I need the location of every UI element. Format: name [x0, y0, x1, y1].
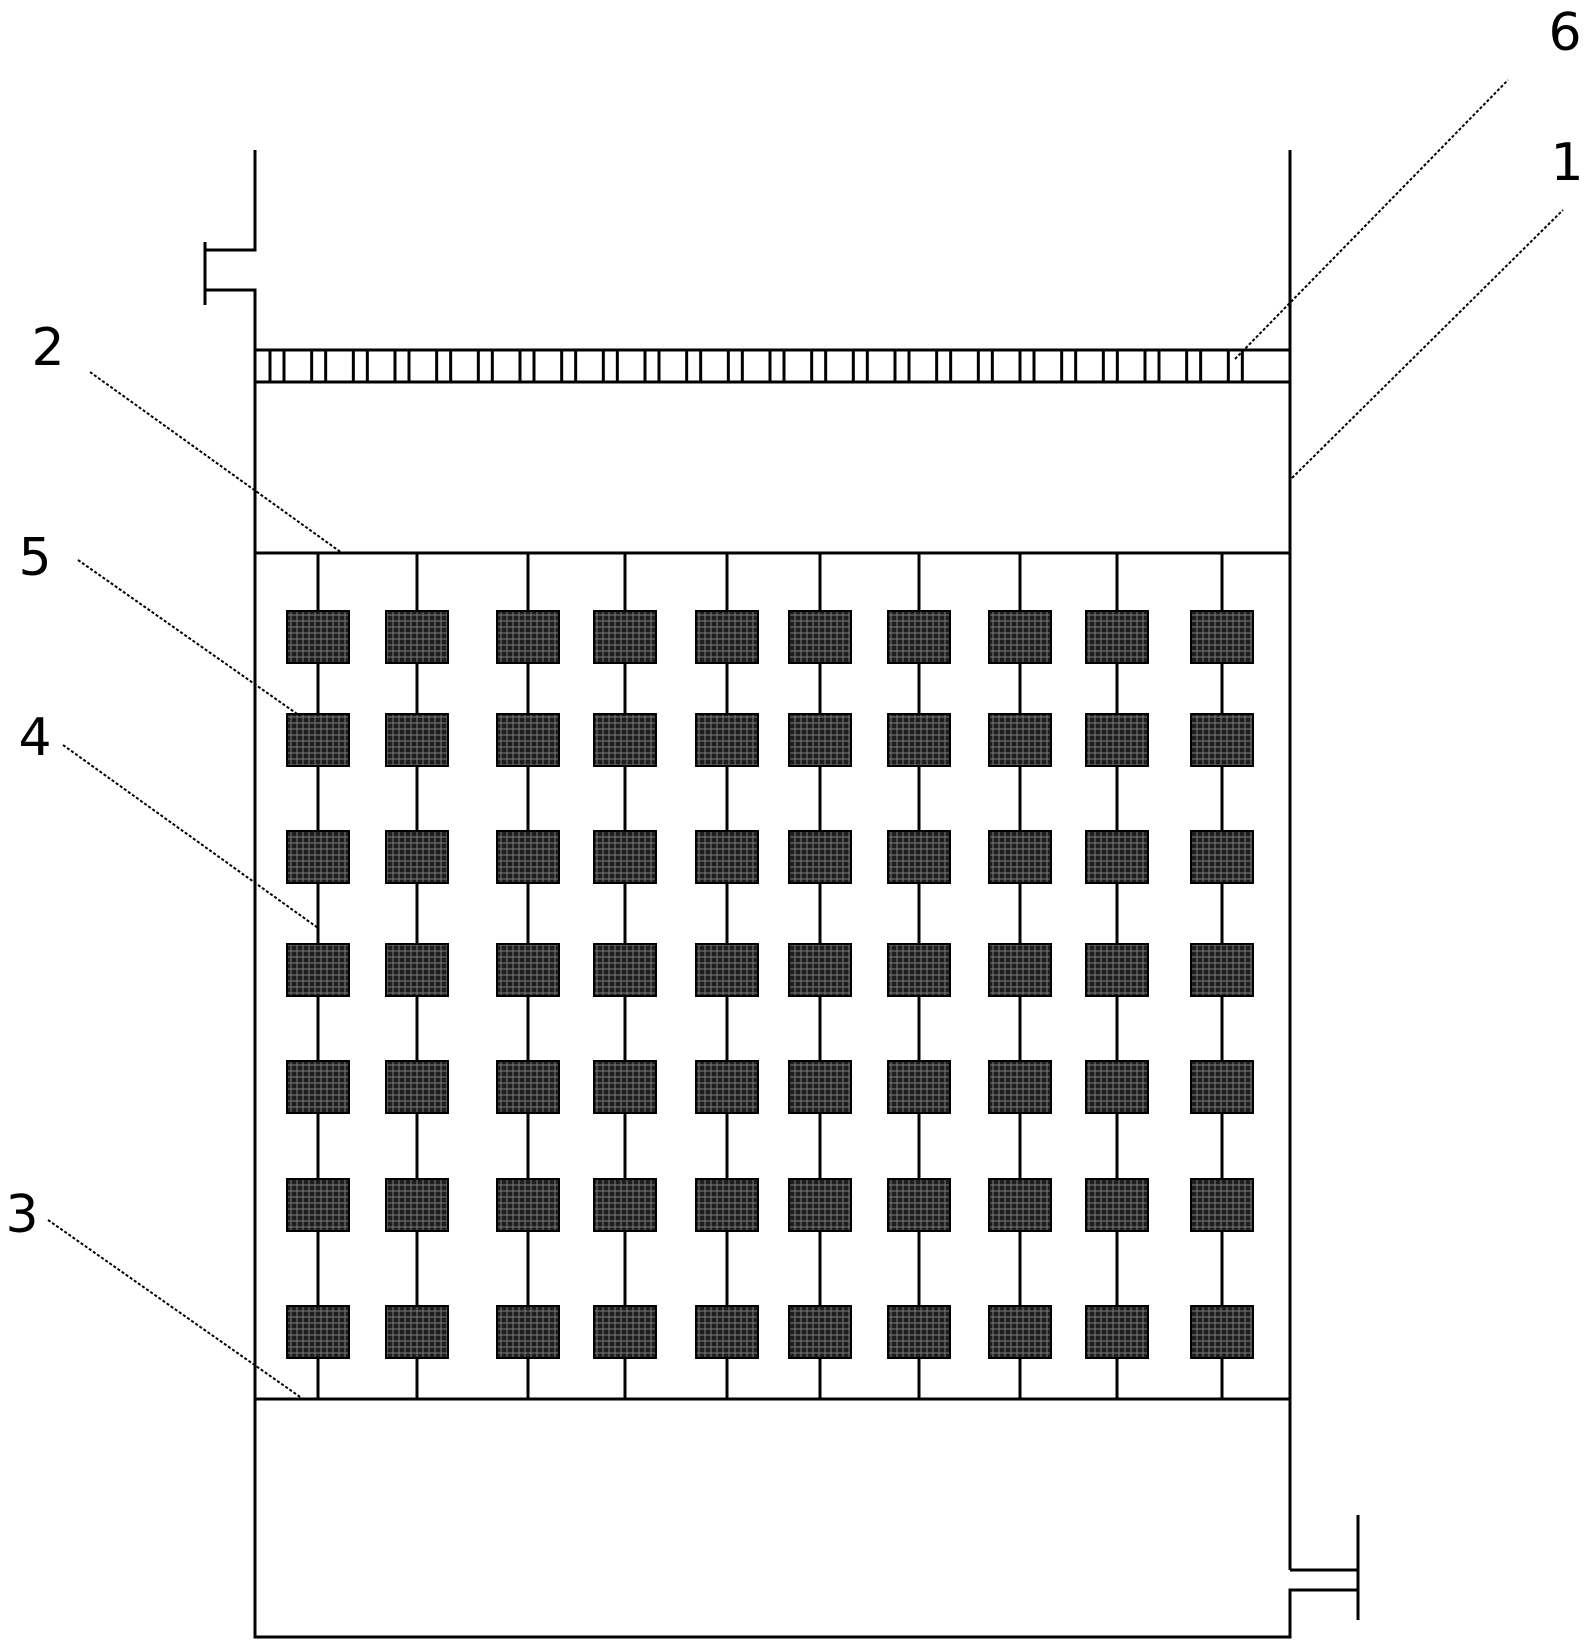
callout-6: 6	[1548, 3, 1581, 63]
media-block	[887, 1060, 951, 1114]
media-block	[1190, 610, 1254, 664]
media-block	[1085, 1305, 1149, 1359]
media-block	[695, 943, 759, 997]
media-block	[286, 830, 350, 884]
media-block	[385, 830, 449, 884]
media-block	[788, 1178, 852, 1232]
media-block	[593, 1060, 657, 1114]
media-block	[496, 1305, 560, 1359]
media-block	[1190, 1178, 1254, 1232]
media-block	[496, 610, 560, 664]
media-block	[988, 610, 1052, 664]
media-block	[788, 1060, 852, 1114]
media-block	[1085, 610, 1149, 664]
media-block	[695, 1178, 759, 1232]
media-block	[593, 610, 657, 664]
media-block	[385, 713, 449, 767]
media-block	[988, 943, 1052, 997]
media-block	[286, 943, 350, 997]
media-block	[385, 943, 449, 997]
media-block	[887, 713, 951, 767]
media-block	[788, 713, 852, 767]
media-block	[496, 943, 560, 997]
media-block	[887, 1305, 951, 1359]
media-block	[1190, 1060, 1254, 1114]
leader-line-5	[77, 559, 301, 717]
media-block	[385, 1305, 449, 1359]
media-block	[1190, 713, 1254, 767]
media-block	[695, 610, 759, 664]
media-blocks	[286, 610, 1254, 1359]
media-block	[593, 943, 657, 997]
media-block	[695, 830, 759, 884]
media-block	[695, 1305, 759, 1359]
media-block	[887, 1178, 951, 1232]
media-block	[496, 713, 560, 767]
media-block	[286, 1305, 350, 1359]
media-block	[593, 713, 657, 767]
media-block	[385, 1178, 449, 1232]
media-block	[988, 713, 1052, 767]
media-block	[695, 1060, 759, 1114]
callout-4: 4	[18, 708, 51, 768]
callout-3: 3	[5, 1185, 38, 1245]
media-block	[988, 1305, 1052, 1359]
leader-line-1	[1291, 209, 1564, 479]
media-block	[887, 830, 951, 884]
media-block	[1085, 830, 1149, 884]
media-block	[1190, 943, 1254, 997]
media-block	[988, 830, 1052, 884]
media-block	[887, 943, 951, 997]
tank-wall	[203, 150, 1360, 1639]
media-block	[788, 943, 852, 997]
callout-1: 1	[1550, 133, 1583, 193]
media-block	[988, 1178, 1052, 1232]
media-block	[385, 610, 449, 664]
media-block	[496, 1178, 560, 1232]
media-block	[988, 1060, 1052, 1114]
media-block	[1085, 943, 1149, 997]
media-block	[286, 1178, 350, 1232]
media-block	[593, 830, 657, 884]
media-block	[1190, 1305, 1254, 1359]
leader-line-6	[1234, 79, 1509, 360]
media-block	[1085, 1060, 1149, 1114]
media-block	[496, 830, 560, 884]
leader-line-3	[47, 1219, 304, 1400]
media-block	[887, 610, 951, 664]
callout-5: 5	[18, 528, 51, 588]
media-block	[1085, 1178, 1149, 1232]
top-grid-layer	[253, 348, 1292, 384]
leader-line-4	[62, 744, 319, 929]
callout-2: 2	[31, 318, 64, 378]
leader-line-2	[89, 371, 343, 554]
media-block	[593, 1178, 657, 1232]
media-block	[788, 1305, 852, 1359]
media-block	[1190, 830, 1254, 884]
outlet-pipe	[1290, 1515, 1360, 1612]
media-block	[286, 610, 350, 664]
media-block	[496, 1060, 560, 1114]
media-block	[1085, 713, 1149, 767]
media-block	[593, 1305, 657, 1359]
media-block	[788, 610, 852, 664]
media-block	[385, 1060, 449, 1114]
media-block	[286, 713, 350, 767]
media-block	[695, 713, 759, 767]
media-block	[788, 830, 852, 884]
media-block	[286, 1060, 350, 1114]
